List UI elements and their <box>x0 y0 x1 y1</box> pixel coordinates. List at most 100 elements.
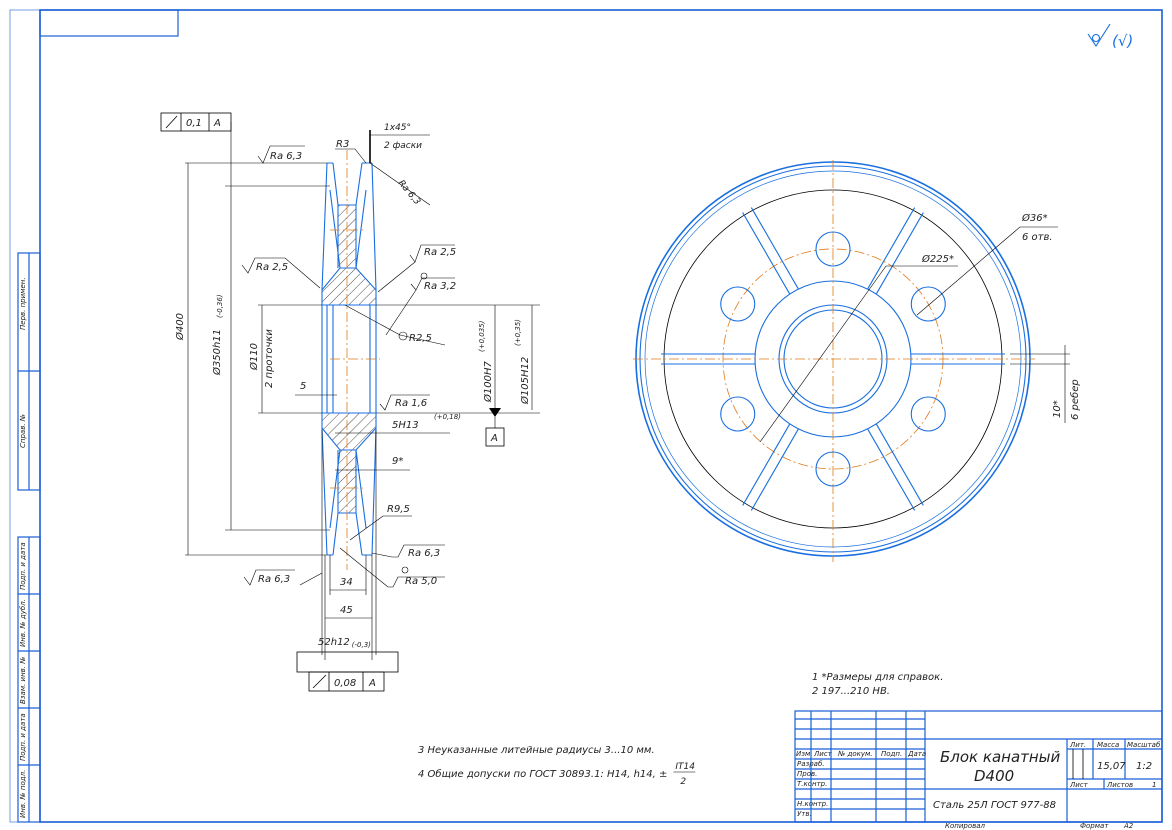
runout-icon <box>165 115 178 129</box>
svg-text:Лист: Лист <box>813 750 833 758</box>
note-fraction: IT14 2 <box>673 762 696 787</box>
svg-text:2: 2 <box>680 777 686 787</box>
svg-text:№ докум.: № докум. <box>837 750 873 758</box>
hatch-hub-top <box>322 268 376 305</box>
svg-text:Утв.: Утв. <box>797 810 812 818</box>
technical-notes: 1 *Размеры для справок. 2 197...210 HB. … <box>418 672 943 787</box>
svg-text:Копировал: Копировал <box>945 822 986 830</box>
svg-text:52h12: 52h12 <box>318 637 350 648</box>
svg-text:1 *Размеры для справок.: 1 *Размеры для справок. <box>812 672 943 683</box>
svg-text:6 ребер: 6 ребер <box>1069 379 1081 420</box>
rib <box>867 423 924 511</box>
svg-text:6 отв.: 6 отв. <box>1022 232 1053 243</box>
svg-text:(-0,36): (-0,36) <box>216 294 224 318</box>
svg-text:3 Неуказанные литейные радиус: 3 Неуказанные литейные радиусы 3...10 мм… <box>418 745 655 756</box>
front-view <box>633 160 1035 562</box>
svg-text:4 Общие допуски по ГОСТ 30893: 4 Общие допуски по ГОСТ 30893.1: H14, h1… <box>418 768 667 780</box>
svg-text:IT14: IT14 <box>675 762 695 772</box>
strip-label: Справ. № <box>19 414 27 448</box>
svg-text:Масштаб: Масштаб <box>1127 741 1161 749</box>
sheet-frame <box>9 9 1163 823</box>
svg-text:Ra 2,5: Ra 2,5 <box>424 247 456 258</box>
svg-text:Ra 6,3: Ra 6,3 <box>258 574 290 585</box>
svg-text:Подп.: Подп. <box>881 750 902 758</box>
svg-text:Н.контр.: Н.контр. <box>797 800 828 808</box>
svg-text:R2,5: R2,5 <box>409 333 432 344</box>
lightening-hole <box>910 286 946 322</box>
section-view <box>321 150 380 570</box>
svg-text:Формат: Формат <box>1080 822 1109 830</box>
strip-label: Взам. инв. № <box>19 656 27 704</box>
svg-text:15,07: 15,07 <box>1097 761 1126 772</box>
side-strip: Перв. примен. Справ. № Подп. и дата Инв.… <box>19 277 27 818</box>
svg-text:R3: R3 <box>336 139 349 150</box>
lightening-hole <box>815 231 851 267</box>
svg-text:0,1: 0,1 <box>186 118 202 129</box>
svg-text:5: 5 <box>300 381 306 392</box>
svg-text:2 фаски: 2 фаски <box>384 141 422 151</box>
svg-text:Ra 5,0: Ra 5,0 <box>405 576 437 587</box>
rib <box>742 423 799 511</box>
svg-text:0,08: 0,08 <box>334 678 356 689</box>
hatch-hub-bottom <box>322 413 376 450</box>
svg-text:(√): (√) <box>1112 32 1133 50</box>
datum-triangle-icon <box>489 408 501 417</box>
svg-text:Листов: Листов <box>1106 781 1133 789</box>
svg-text:A: A <box>490 433 498 444</box>
svg-text:Лист: Лист <box>1069 781 1089 789</box>
strip-label: Подп. и дата <box>19 713 27 761</box>
general-roughness-symbol: (√) <box>1087 23 1133 50</box>
front-dimensions: Ø225* Ø36* 6 отв. 10* 6 ребер <box>759 212 1081 443</box>
svg-text:R9,5: R9,5 <box>387 504 410 515</box>
rib <box>661 353 755 365</box>
svg-text:Т.контр.: Т.контр. <box>797 780 827 788</box>
svg-text:Пров.: Пров. <box>797 770 817 778</box>
strip-label: Перв. примен. <box>19 277 27 330</box>
svg-text:Блок канатный: Блок канатный <box>940 748 1061 766</box>
svg-text:Лит.: Лит. <box>1069 741 1086 749</box>
svg-text:34: 34 <box>340 577 353 588</box>
svg-text:Ø105H12: Ø105H12 <box>519 357 531 405</box>
svg-text:1: 1 <box>1152 781 1156 789</box>
svg-text:Ra 6,3: Ra 6,3 <box>396 179 422 208</box>
svg-text:9*: 9* <box>392 456 403 467</box>
rib <box>911 353 1005 365</box>
svg-text:D400: D400 <box>974 767 1014 785</box>
svg-text:(+0,035): (+0,035) <box>478 320 486 352</box>
svg-text:Ø400: Ø400 <box>174 313 186 341</box>
svg-text:Ø350h11: Ø350h11 <box>211 329 223 376</box>
title-block: Лит. Масса Масштаб 15,07 1:2 Лист Листов… <box>794 710 1163 830</box>
strip-label: Подп. и дата <box>19 542 27 590</box>
rib <box>742 207 799 295</box>
svg-text:(-0,3): (-0,3) <box>352 641 371 649</box>
lightening-hole <box>815 451 851 487</box>
svg-text:Ra 6,3: Ra 6,3 <box>270 151 302 162</box>
svg-text:2 197...210 HB.: 2 197...210 HB. <box>812 686 890 697</box>
svg-text:A2: A2 <box>1123 822 1134 830</box>
svg-text:1:2: 1:2 <box>1136 761 1152 772</box>
svg-text:2 проточки: 2 проточки <box>264 329 275 388</box>
svg-text:A: A <box>368 678 376 689</box>
rib <box>867 207 924 295</box>
svg-text:Дата: Дата <box>907 750 926 758</box>
strip-label: Инв. № подл. <box>19 770 27 818</box>
svg-text:Ø100H7: Ø100H7 <box>482 361 494 403</box>
svg-text:45: 45 <box>340 605 353 616</box>
svg-text:Ra 2,5: Ra 2,5 <box>256 262 288 273</box>
lightening-hole <box>720 286 756 322</box>
lightening-hole <box>720 396 756 432</box>
svg-text:10*: 10* <box>1052 400 1063 418</box>
svg-text:Изм.: Изм. <box>796 750 812 758</box>
svg-text:Ra 3,2: Ra 3,2 <box>424 281 456 292</box>
svg-text:Ø110: Ø110 <box>248 343 260 371</box>
svg-text:Ø36*: Ø36* <box>1021 212 1048 224</box>
svg-text:A: A <box>213 118 221 129</box>
svg-text:(+0,18): (+0,18) <box>434 413 461 421</box>
svg-text:1x45°: 1x45° <box>384 123 411 133</box>
svg-text:Масса: Масса <box>1097 741 1119 749</box>
svg-text:5H13: 5H13 <box>392 420 419 431</box>
section-dimensions: 0,1 A Ø400 Ø350h11 (-0,36) Ra 6,3 R3 1x4… <box>160 112 540 692</box>
svg-text:Ra 6,3: Ra 6,3 <box>408 548 440 559</box>
lightening-hole <box>910 396 946 432</box>
